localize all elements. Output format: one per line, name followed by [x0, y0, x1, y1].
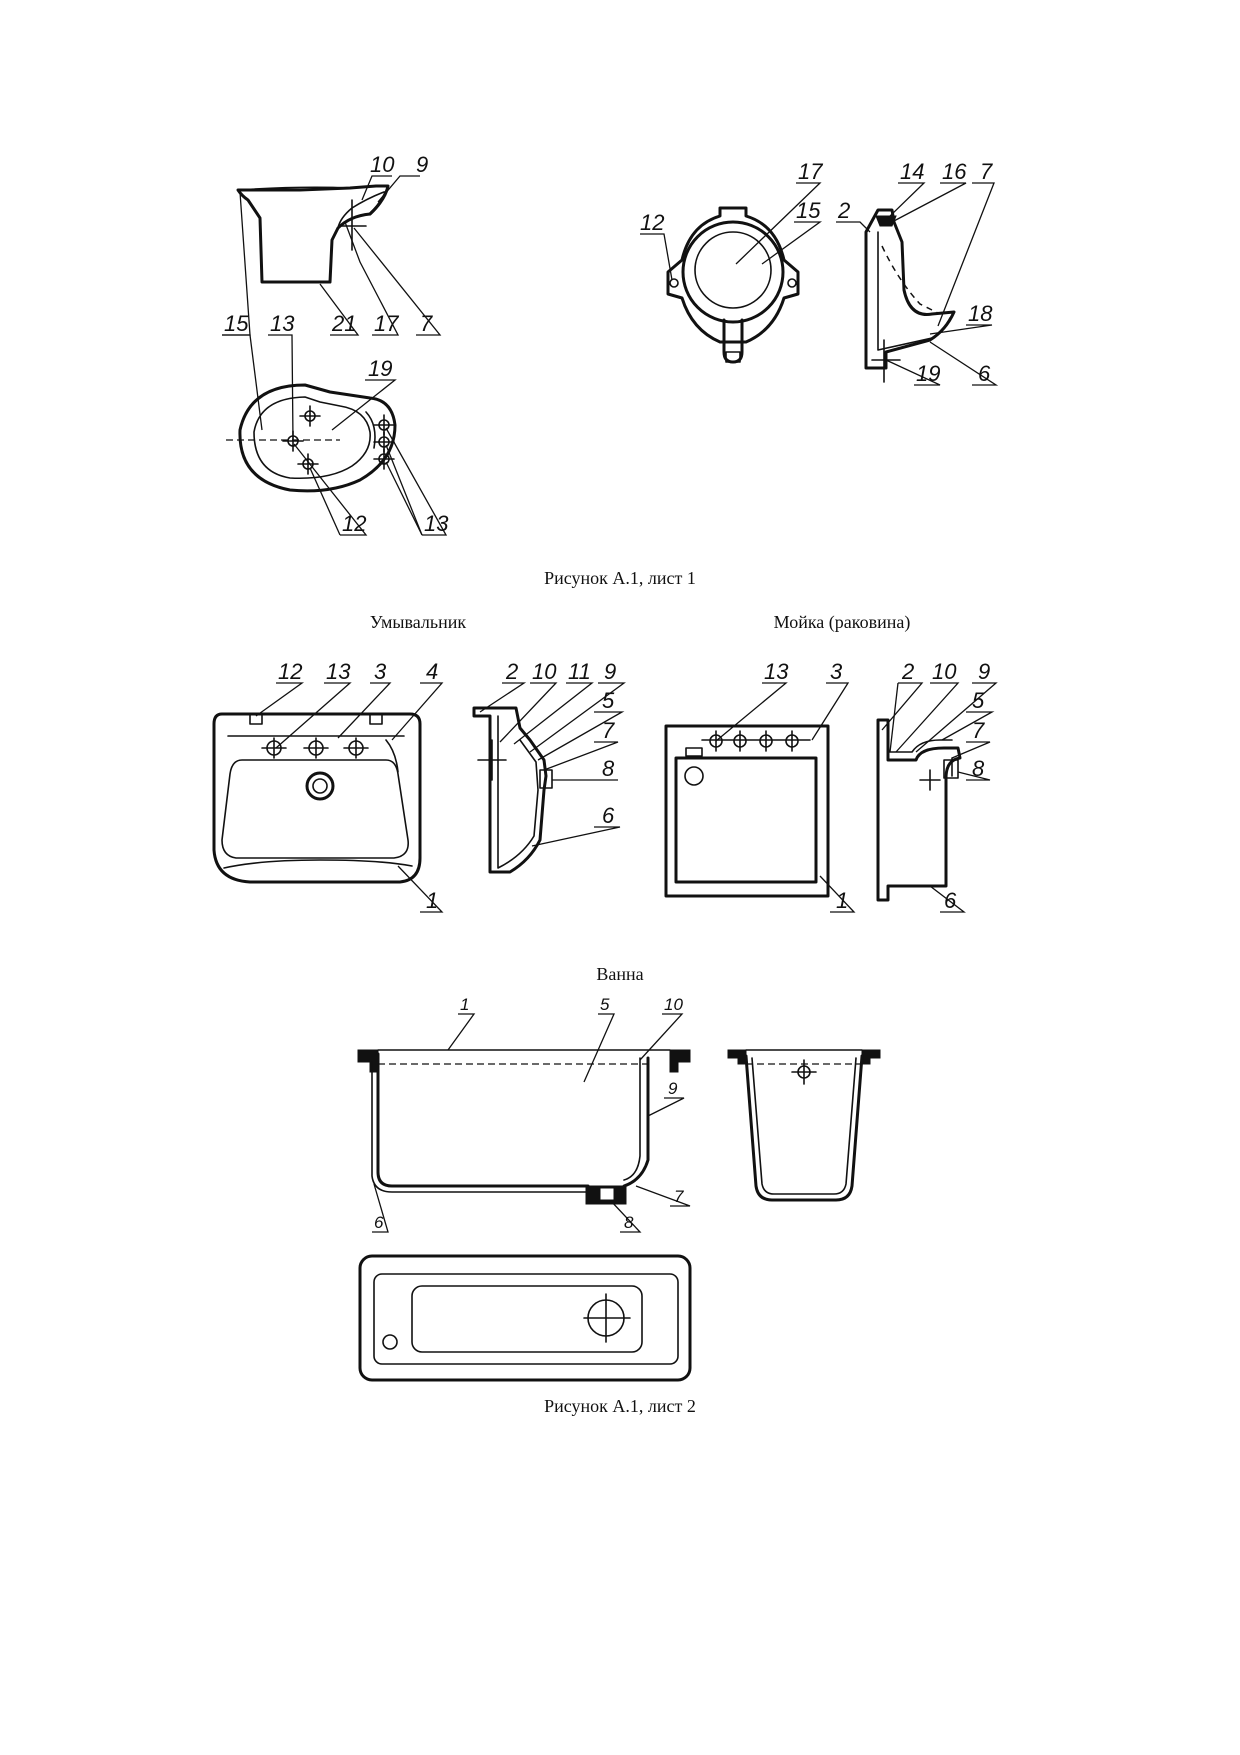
callout-2: 2 — [837, 198, 850, 223]
callout-13: 13 — [326, 659, 351, 684]
callout-6: 6 — [374, 1213, 384, 1232]
figure-caption-sheet-2: Рисунок А.1, лист 2 — [544, 1396, 696, 1416]
callout-19: 19 — [916, 361, 940, 386]
callout-5: 5 — [972, 688, 985, 713]
callout-16: 16 — [942, 159, 967, 184]
callout-1: 1 — [426, 888, 438, 913]
washbasin-leaders — [255, 682, 626, 913]
callout-8: 8 — [972, 756, 985, 781]
callout-10: 10 — [664, 995, 683, 1014]
callout-1: 1 — [836, 888, 848, 913]
callout-9: 9 — [604, 659, 616, 684]
callout-12: 12 — [342, 511, 366, 536]
callout-11: 11 — [568, 659, 591, 684]
callout-17: 17 — [374, 311, 399, 336]
callout-7: 7 — [420, 311, 433, 336]
callout-9: 9 — [978, 659, 990, 684]
callout-7: 7 — [980, 159, 993, 184]
callout-13: 13 — [424, 511, 449, 536]
callout-2: 2 — [505, 659, 518, 684]
bathtub-drawing: 1 5 10 9 7 8 6 — [357, 995, 881, 1382]
callout-8: 8 — [624, 1213, 634, 1232]
callout-6: 6 — [978, 361, 991, 386]
sink-leaders — [715, 682, 998, 913]
callout-3: 3 — [830, 659, 843, 684]
callout-8: 8 — [602, 756, 615, 781]
callout-7: 7 — [674, 1187, 684, 1206]
washbasin-drawing: 12 13 3 4 1 2 10 11 9 5 7 8 6 — [212, 659, 626, 913]
callout-10: 10 — [370, 152, 395, 177]
callout-14: 14 — [900, 159, 924, 184]
bathtub-title: Ванна — [596, 964, 643, 984]
urinal-leaders — [640, 182, 999, 386]
sink-title: Мойка (раковина) — [774, 612, 911, 633]
figure-caption-sheet-1: Рисунок А.1, лист 1 — [544, 568, 696, 588]
callout-4: 4 — [426, 659, 438, 684]
callout-12: 12 — [640, 210, 664, 235]
callout-13: 13 — [270, 311, 295, 336]
urinal-drawing: 17 15 12 14 16 7 2 18 19 6 — [640, 159, 999, 386]
callout-15: 15 — [796, 198, 821, 223]
callout-9: 9 — [668, 1079, 678, 1098]
washbasin-tap-holes — [261, 737, 369, 759]
callout-5: 5 — [600, 995, 610, 1014]
toilet-leaders — [222, 175, 448, 536]
callout-19: 19 — [368, 356, 392, 381]
callout-7: 7 — [602, 718, 615, 743]
callout-10: 10 — [532, 659, 557, 684]
callout-13: 13 — [764, 659, 789, 684]
sink-tap-holes — [709, 730, 799, 752]
callout-15: 15 — [224, 311, 249, 336]
callout-18: 18 — [968, 301, 993, 326]
callout-6: 6 — [944, 888, 957, 913]
sink-drawing: 13 3 1 2 10 9 5 7 8 6 — [664, 659, 998, 913]
toilet-drawing: 10 9 15 13 21 17 7 19 12 13 — [222, 152, 449, 536]
callout-21: 21 — [331, 311, 356, 336]
callout-2: 2 — [901, 659, 914, 684]
callout-17: 17 — [798, 159, 823, 184]
callout-10: 10 — [932, 659, 957, 684]
callout-9: 9 — [416, 152, 428, 177]
callout-12: 12 — [278, 659, 302, 684]
callout-6: 6 — [602, 803, 615, 828]
callout-1: 1 — [460, 995, 469, 1014]
callout-5: 5 — [602, 688, 615, 713]
bathtub-leaders — [372, 1013, 691, 1233]
callout-7: 7 — [972, 718, 985, 743]
washbasin-title: Умывальник — [370, 612, 467, 632]
callout-3: 3 — [374, 659, 387, 684]
